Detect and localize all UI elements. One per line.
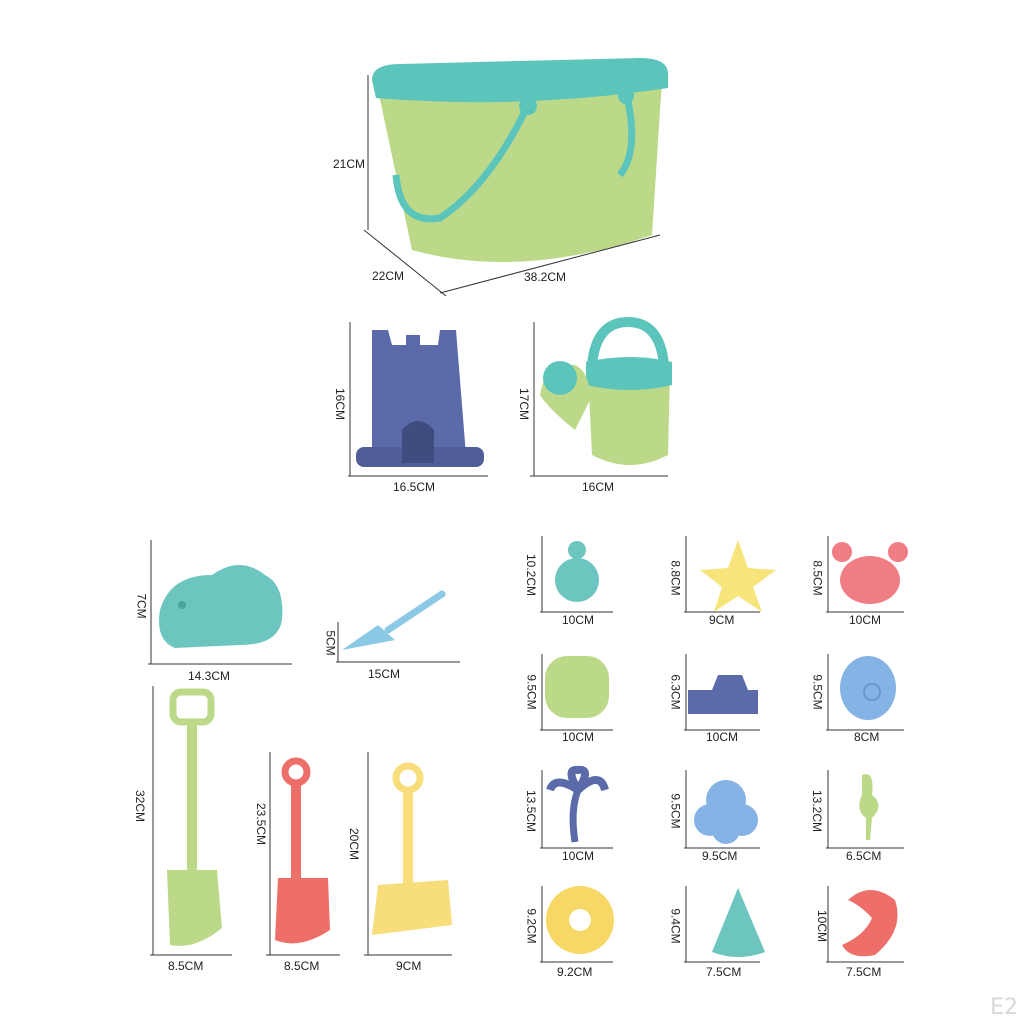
crab-mold <box>826 536 908 613</box>
starfish-height-label: 8.8CM <box>668 560 683 596</box>
rake-yellow <box>364 752 452 956</box>
car-width-label: 10CM <box>706 730 739 744</box>
shell-height-label: 9.5CM <box>810 674 825 710</box>
watermelon-mold <box>684 886 765 963</box>
flamingo-width-label: 6.5CM <box>846 849 882 863</box>
castle-height-label: 16CM <box>333 387 348 421</box>
palm-width-label: 10CM <box>562 849 595 863</box>
croissant-width-label: 7.5CM <box>846 965 882 979</box>
can-height-label: 17CM <box>517 387 532 421</box>
flamingo-height-label: 13.2CM <box>810 789 825 833</box>
flower-height-label: 9.5CM <box>668 793 683 829</box>
crab-width-label: 10CM <box>849 613 882 627</box>
paw-width-label: 10CM <box>562 730 595 744</box>
palm-height-label: 13.5CM <box>524 789 539 833</box>
flower-width-label: 9.5CM <box>702 849 738 863</box>
basket-width-label: 38.2CM <box>524 270 567 284</box>
shell-width-label: 8CM <box>854 730 880 744</box>
donut-width-label: 9.2CM <box>557 965 593 979</box>
starfish-mold <box>684 536 776 613</box>
turtle-height-label: 10.2CM <box>524 553 539 597</box>
croissant-mold <box>826 886 904 963</box>
watering-can <box>530 316 672 477</box>
dinosaur-mold <box>148 540 292 665</box>
palm-tree-mold <box>540 765 613 849</box>
green-shovel-width-label: 8.5CM <box>168 959 204 973</box>
castle-width-label: 16.5CM <box>393 480 436 494</box>
watermelon-width-label: 7.5CM <box>706 965 742 979</box>
rake-height-label: 20CM <box>347 827 362 861</box>
castle-mold <box>348 322 488 477</box>
turtle-mold <box>540 536 613 613</box>
dino-height-label: 7CM <box>134 593 149 619</box>
storage-basket <box>363 58 668 297</box>
shovel-red <box>266 752 340 956</box>
croissant-height-label: 10CM <box>815 909 830 943</box>
watermelon-height-label: 9.4CM <box>668 908 683 944</box>
watermark: E2 <box>990 995 1018 1020</box>
donut-mold <box>540 886 614 963</box>
red-shovel-height-label: 23.5CM <box>254 802 269 846</box>
trowel-width-label: 15CM <box>368 667 401 681</box>
crab-height-label: 8.5CM <box>810 560 825 596</box>
trowel-height-label: 5CM <box>323 630 338 656</box>
shovel-green <box>150 686 232 956</box>
car-mold <box>684 654 760 731</box>
trowel <box>336 590 460 663</box>
paw-height-label: 9.5CM <box>524 674 539 710</box>
turtle-width-label: 10CM <box>562 613 595 627</box>
rake-width-label: 9CM <box>396 959 422 973</box>
flamingo-mold <box>826 770 904 849</box>
starfish-width-label: 9CM <box>709 613 735 627</box>
paw-mold <box>540 654 613 731</box>
can-width-label: 16CM <box>582 480 615 494</box>
dino-width-label: 14.3CM <box>188 669 231 683</box>
red-shovel-width-label: 8.5CM <box>284 959 320 973</box>
shell-mold <box>826 654 904 731</box>
flower-mold <box>684 770 760 849</box>
basket-depth-label: 22CM <box>372 269 405 283</box>
car-height-label: 6.3CM <box>668 674 683 710</box>
donut-height-label: 9.2CM <box>524 908 539 944</box>
basket-height-label: 21CM <box>333 157 366 171</box>
green-shovel-height-label: 32CM <box>133 789 148 823</box>
